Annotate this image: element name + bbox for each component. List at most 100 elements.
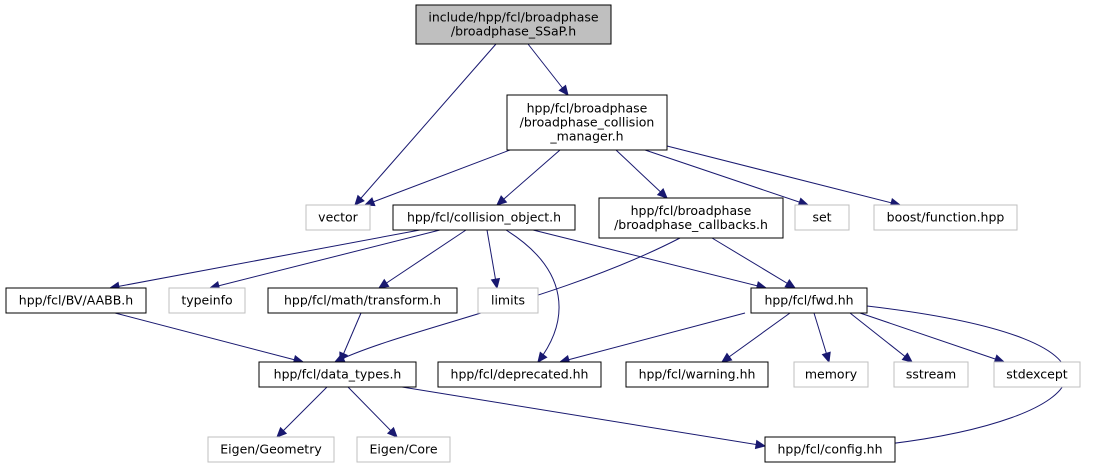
edge-dtypes-to-ecore bbox=[347, 386, 398, 438]
node-label: Eigen/Geometry bbox=[220, 442, 322, 457]
node-limits: limits bbox=[477, 287, 539, 314]
node-box-deprecated bbox=[437, 361, 602, 388]
node-cobj[interactable]: hpp/fcl/collision_object.h bbox=[392, 204, 576, 231]
node-transform[interactable]: hpp/fcl/math/transform.h bbox=[267, 287, 458, 314]
node-label: include/hpp/fcl/broadphase bbox=[428, 10, 599, 25]
node-vector: vector bbox=[305, 204, 371, 231]
node-stdexcept: stdexcept bbox=[993, 361, 1081, 388]
arrowhead-transform-to-dtypes bbox=[339, 351, 349, 364]
node-label: limits bbox=[491, 293, 525, 308]
node-label: hpp/fcl/collision_object.h bbox=[407, 210, 561, 225]
node-label: boost/function.hpp bbox=[887, 210, 1005, 225]
arrowhead-fwd-to-warning bbox=[721, 352, 733, 363]
arrowhead-cobj-to-limits bbox=[490, 277, 501, 290]
node-box-transform bbox=[267, 287, 458, 314]
arrowhead-cobj-to-transform bbox=[377, 278, 390, 289]
node-label: hpp/fcl/data_types.h bbox=[274, 367, 402, 382]
node-typeinfo: typeinfo bbox=[168, 287, 246, 314]
node-box-vector bbox=[305, 204, 371, 231]
edge-fwd-to-sstream bbox=[849, 312, 913, 363]
node-sstream: sstream bbox=[893, 361, 969, 388]
node-label: /broadphase_collision bbox=[520, 115, 655, 130]
node-box-root bbox=[415, 4, 612, 45]
edge-fwd-to-stdexcept bbox=[859, 312, 1005, 363]
node-label: /broadphase_SSaP.h bbox=[451, 24, 576, 39]
node-box-memory bbox=[793, 361, 869, 388]
node-fwd[interactable]: hpp/fcl/fwd.hh bbox=[750, 287, 868, 314]
arrowhead-dtypes-to-ecore bbox=[386, 426, 398, 438]
arrowhead-root-to-bcm bbox=[558, 84, 569, 96]
node-bcb[interactable]: hpp/fcl/broadphase/broadphase_callbacks.… bbox=[598, 197, 784, 239]
edge-bcm-to-bfunc bbox=[666, 145, 901, 206]
edge-bcm-to-vector bbox=[364, 149, 511, 206]
arrowhead-dtypes-to-config bbox=[754, 439, 767, 450]
node-label: hpp/fcl/deprecated.hh bbox=[451, 367, 589, 382]
node-memory: memory bbox=[793, 361, 869, 388]
node-box-typeinfo bbox=[168, 287, 246, 314]
node-box-set bbox=[794, 204, 850, 231]
node-box-cobj bbox=[392, 204, 576, 231]
node-label: typeinfo bbox=[181, 293, 232, 308]
edge-bcm-to-cobj bbox=[496, 149, 561, 206]
node-label: memory bbox=[805, 367, 858, 382]
node-label: hpp/fcl/config.hh bbox=[777, 442, 882, 457]
edge-cobj-to-fwd bbox=[532, 229, 767, 289]
node-root[interactable]: include/hpp/fcl/broadphase/broadphase_SS… bbox=[415, 4, 612, 45]
node-dtypes[interactable]: hpp/fcl/data_types.h bbox=[258, 361, 417, 388]
edge-cobj-to-deprecated bbox=[505, 229, 560, 363]
node-bcm[interactable]: hpp/fcl/broadphase/broadphase_collision_… bbox=[506, 94, 668, 151]
edge-fwd-to-warning bbox=[721, 312, 791, 363]
nodes-layer: include/hpp/fcl/broadphase/broadphase_SS… bbox=[5, 4, 1081, 463]
node-box-limits bbox=[477, 287, 539, 314]
node-set: set bbox=[794, 204, 850, 231]
node-box-bfunc bbox=[873, 204, 1018, 231]
edge-bcm-to-set bbox=[644, 149, 809, 206]
edge-aabb-to-dtypes bbox=[114, 312, 304, 363]
node-label: sstream bbox=[906, 367, 956, 382]
node-box-warning bbox=[625, 361, 769, 388]
edge-cobj-to-aabb bbox=[109, 229, 421, 289]
edge-bcb-to-fwd bbox=[711, 237, 796, 289]
node-deprecated[interactable]: hpp/fcl/deprecated.hh bbox=[437, 361, 602, 388]
arrowhead-fwd-to-memory bbox=[821, 351, 831, 364]
arrowhead-dtypes-to-egeom bbox=[276, 426, 288, 438]
node-label: _manager.h bbox=[549, 129, 623, 144]
node-label: hpp/fcl/broadphase bbox=[527, 101, 648, 116]
arrowhead-cobj-to-deprecated bbox=[537, 351, 548, 363]
edge-bcm-to-bcb bbox=[615, 149, 668, 199]
edge-root-to-vector bbox=[354, 43, 497, 206]
edge-dtypes-to-egeom bbox=[276, 386, 328, 438]
node-box-bcb bbox=[598, 197, 784, 239]
node-box-fwd bbox=[750, 287, 868, 314]
node-box-egeom bbox=[207, 436, 335, 463]
edge-fwd-to-deprecated bbox=[559, 312, 746, 363]
node-bfunc: boost/function.hpp bbox=[873, 204, 1018, 231]
node-label: set bbox=[812, 210, 831, 225]
node-aabb[interactable]: hpp/fcl/BV/AABB.h bbox=[5, 287, 147, 314]
node-box-aabb bbox=[5, 287, 147, 314]
node-label: /broadphase_callbacks.h bbox=[614, 217, 768, 232]
node-label: stdexcept bbox=[1006, 367, 1067, 382]
node-label: Eigen/Core bbox=[369, 442, 437, 457]
edge-cobj-to-typeinfo bbox=[209, 229, 441, 289]
node-label: hpp/fcl/fwd.hh bbox=[764, 293, 853, 308]
node-box-bcm bbox=[506, 94, 668, 151]
arrowhead-root-to-vector bbox=[354, 194, 365, 206]
node-box-dtypes bbox=[258, 361, 417, 388]
node-label: hpp/fcl/BV/AABB.h bbox=[19, 293, 133, 308]
node-warning[interactable]: hpp/fcl/warning.hh bbox=[625, 361, 769, 388]
node-egeom: Eigen/Geometry bbox=[207, 436, 335, 463]
node-config[interactable]: hpp/fcl/config.hh bbox=[764, 436, 896, 463]
node-box-ecore bbox=[356, 436, 451, 463]
arrowhead-fwd-to-sstream bbox=[901, 352, 913, 363]
node-ecore: Eigen/Core bbox=[356, 436, 451, 463]
edge-root-to-bcm bbox=[527, 43, 569, 96]
arrowhead-bcb-to-fwd bbox=[784, 279, 797, 289]
edge-cobj-to-transform bbox=[378, 229, 467, 289]
edge-cobj-to-limits bbox=[486, 229, 498, 289]
arrowhead-bcm-to-bcb bbox=[656, 188, 668, 199]
arrowhead-bcm-to-vector bbox=[363, 197, 376, 207]
node-label: hpp/fcl/broadphase bbox=[631, 203, 752, 218]
node-label: hpp/fcl/warning.hh bbox=[639, 367, 756, 382]
